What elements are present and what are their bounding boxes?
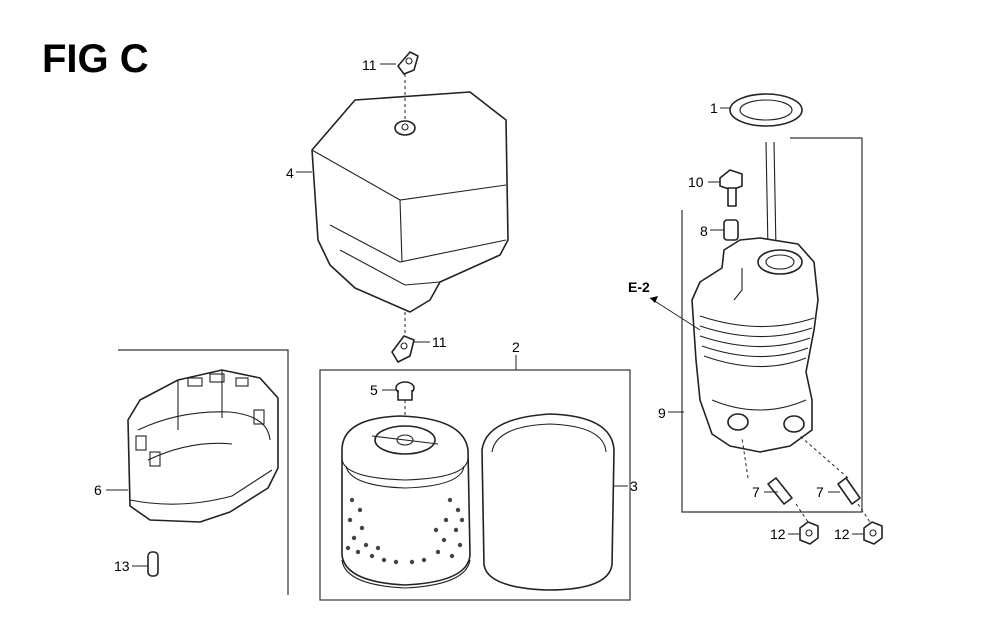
dowel-pin-left <box>741 437 793 505</box>
clip-top <box>380 51 419 75</box>
callout-12-right: 12 <box>834 526 850 542</box>
foam-filter <box>481 413 628 591</box>
pin <box>132 551 159 577</box>
nut-right <box>852 503 883 545</box>
breather-rod <box>765 141 777 251</box>
grommet <box>382 381 415 430</box>
callout-7-right: 7 <box>816 484 824 500</box>
callout-8: 8 <box>700 223 708 239</box>
callout-11-bottom: 11 <box>432 334 447 350</box>
clip-bottom <box>391 335 430 363</box>
callout-5: 5 <box>370 382 378 398</box>
bolt <box>708 169 743 207</box>
callout-4: 4 <box>286 165 294 181</box>
callout-1: 1 <box>710 100 718 116</box>
callout-10: 10 <box>688 174 704 190</box>
callout-2: 2 <box>512 339 520 355</box>
reference-e2: E-2 <box>628 279 701 331</box>
air-cleaner-elbow <box>668 237 819 453</box>
callout-13: 13 <box>114 558 130 574</box>
dowel-pin-right <box>799 435 861 505</box>
callout-3: 3 <box>630 478 638 494</box>
gasket <box>720 93 803 127</box>
air-cleaner-case <box>106 369 279 523</box>
nut-left <box>788 503 819 545</box>
lower-cover-group-frame <box>118 349 289 595</box>
collar <box>710 219 739 241</box>
callout-9: 9 <box>658 405 666 421</box>
air-cleaner-cover <box>296 74 509 335</box>
callout-11-top: 11 <box>362 57 377 73</box>
callout-7-left: 7 <box>752 484 760 500</box>
callout-6: 6 <box>94 482 102 498</box>
reference-e2-label: E-2 <box>628 279 650 295</box>
elbow-group-frame <box>681 137 863 513</box>
filter-group-frame <box>319 369 631 601</box>
callout-12-left: 12 <box>770 526 786 542</box>
filter-element <box>341 415 471 589</box>
figure-title: FIG C <box>42 37 149 81</box>
